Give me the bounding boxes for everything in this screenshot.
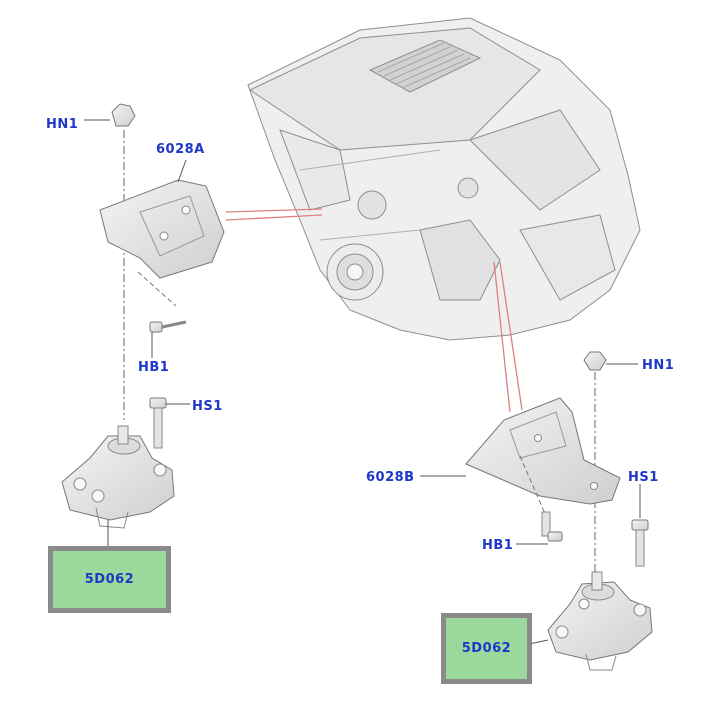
stud-icon [149,397,167,449]
highlight-5d062-left[interactable]: 5D062 [48,546,171,613]
callout-hs1-left: HS1 [192,399,223,414]
right-mount-assembly [420,351,653,671]
callout-hb1-left: HB1 [138,360,170,375]
callout-hs1-right: HS1 [628,470,659,485]
stud-icon [631,519,649,567]
callout-6028b: 6028B [366,470,415,485]
nut-icon [583,351,607,371]
part-number-5d062-left: 5D062 [84,572,135,587]
bracket-6028a-illustration [99,179,225,279]
engine-mount-5d062-illustration [547,571,653,671]
engine-leader-lines [225,208,523,413]
callout-hn1-left: HN1 [46,117,79,132]
engine-mount-5d062-illustration [61,425,175,529]
left-mount-assembly [61,103,225,548]
nut-icon [111,103,136,127]
part-number-5d062-right: 5D062 [461,641,512,656]
callout-hn1-right: HN1 [642,358,675,373]
bolt-icon [149,320,187,333]
bolt-icon [541,511,563,542]
callout-hb1-right: HB1 [482,538,514,553]
highlight-5d062-right[interactable]: 5D062 [441,613,532,684]
engine-illustration [247,17,641,341]
callout-6028a: 6028A [156,142,205,157]
bracket-6028b-illustration [465,397,621,505]
